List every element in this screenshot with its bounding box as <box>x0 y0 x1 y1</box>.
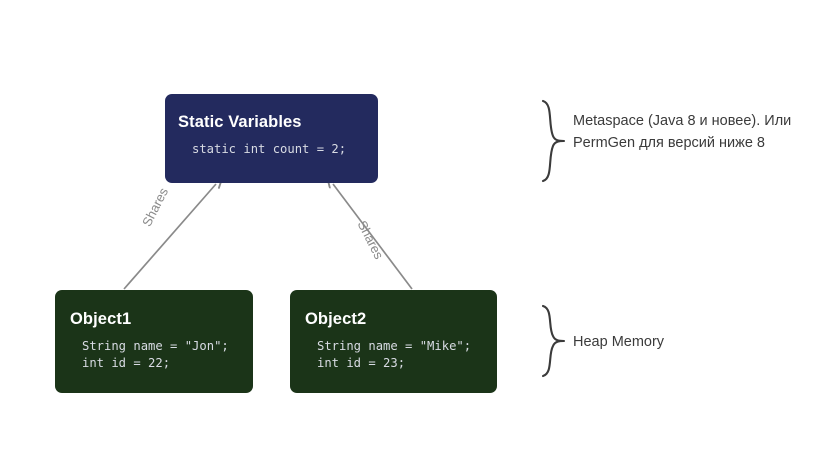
annotation-heap-memory: Heap Memory <box>573 334 665 350</box>
node-object2-title: Object2 <box>305 310 367 328</box>
node-object2-code: String name = "Mike"; int id = 23; <box>317 339 472 370</box>
edge-object1-static <box>123 184 216 290</box>
brace-heap <box>541 304 566 378</box>
node-static-variables[interactable] <box>165 94 378 183</box>
node-object1-title: Object1 <box>70 310 132 328</box>
annotation-metaspace: Metaspace (Java 8 и новее). Или PermGen … <box>573 113 792 151</box>
brace-metaspace <box>541 99 566 183</box>
node-static-variables-title: Static Variables <box>178 113 302 131</box>
node-object1[interactable] <box>55 290 253 393</box>
node-object1-code: String name = "Jon"; int id = 22; <box>82 339 229 370</box>
edge-object2-static <box>333 184 413 290</box>
node-static-variables-code: static int count = 2; <box>192 142 347 156</box>
node-object2[interactable] <box>290 290 497 393</box>
